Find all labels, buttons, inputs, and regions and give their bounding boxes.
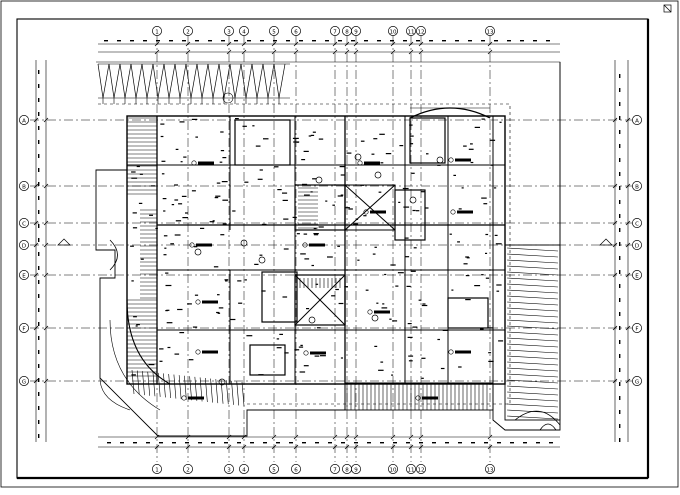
building-plan [95,61,561,437]
row-axis-bubble-left-C-label: C [22,221,26,227]
column-axis-bubble-top-8: 8 [342,26,352,36]
row-axis-bubble-left-B: B [19,181,29,191]
row-axis-bubble-right-B: B [632,181,642,191]
column-axis-bubble-top-5-label: 5 [272,29,276,35]
column-axis-bubble-bottom-2: 2 [183,464,193,474]
column-axis-bubble-top-13-label: 13 [487,29,494,35]
annotation-marks [57,118,613,401]
dimension-ticks [33,40,631,450]
row-axis-bubble-right-A: A [632,115,642,125]
column-axis-bubble-bottom-8-label: 8 [345,467,349,473]
column-axis-bubble-bottom-6-label: 6 [294,467,298,473]
row-axis-bubble-left-E: E [19,270,29,280]
row-axis-bubble-right-F: F [632,323,642,333]
row-axis-bubble-right-G-label: G [635,379,639,385]
row-axis-bubble-right-F-label: F [635,326,638,332]
row-axis-bubble-left-G: G [19,376,29,386]
column-axis-bubble-bottom-2-label: 2 [186,467,190,473]
column-axis-bubble-top-11: 11 [406,26,416,36]
column-axis-bubble-bottom-5-label: 5 [272,467,276,473]
stair-and-hatch-patterns [97,63,561,421]
column-axis-bubble-top-7: 7 [330,26,340,36]
row-axis-bubble-right-C-label: C [635,221,639,227]
column-axis-bubble-bottom-6: 6 [291,464,301,474]
column-axis-bubble-top-8-label: 8 [345,29,349,35]
row-axis-bubble-right-E-label: E [635,273,639,279]
row-axis-bubble-right-E: E [632,270,642,280]
column-axis-bubble-top-10-label: 10 [390,29,397,35]
column-axis-bubble-bottom-5: 5 [269,464,279,474]
column-axis-bubble-bottom-4-label: 4 [242,467,246,473]
column-axis-bubble-bottom-8: 8 [342,464,352,474]
column-axis-bubble-top-6: 6 [291,26,301,36]
column-axis-bubble-top-1: 1 [152,26,162,36]
column-axis-bubble-bottom-10: 10 [388,464,398,474]
row-axis-bubble-right-D-label: D [635,243,639,249]
axis-grid [30,36,636,462]
column-axis-bubble-bottom-9-label: 9 [354,467,358,473]
column-axis-bubble-top-1-label: 1 [155,29,159,35]
column-axis-bubble-bottom-3-label: 3 [227,467,231,473]
column-axis-bubble-top-12: 12 [416,26,426,36]
column-axis-bubble-bottom-11-label: 11 [408,467,415,473]
column-axis-bubble-bottom-13-label: 13 [487,467,494,473]
row-axis-bubble-left-B-label: B [22,184,26,190]
row-axis-bubble-left-D: D [19,240,29,250]
row-axis-bubble-left-D-label: D [22,243,26,249]
column-axis-bubble-bottom-13: 13 [485,464,495,474]
column-axis-bubble-top-4-label: 4 [242,29,246,35]
column-axis-bubble-top-4: 4 [239,26,249,36]
row-axis-bubble-right-D: D [632,240,642,250]
row-axis-bubble-left-A-label: A [22,118,26,124]
row-axis-bubble-left-F-label: F [22,326,25,332]
column-axis-bubble-top-12-label: 12 [418,29,425,35]
column-axis-bubble-top-9: 9 [351,26,361,36]
column-axis-bubble-top-2-label: 2 [186,29,190,35]
row-axis-bubble-right-G: G [632,376,642,386]
column-axis-bubble-bottom-3: 3 [224,464,234,474]
row-axis-bubble-left-A: A [19,115,29,125]
column-axis-bubble-top-3: 3 [224,26,234,36]
column-axis-bubble-top-6-label: 6 [294,29,298,35]
column-axis-bubble-bottom-1: 1 [152,464,162,474]
row-axis-bubble-left-C: C [19,218,29,228]
column-axis-bubble-bottom-7-label: 7 [333,467,337,473]
column-axis-bubble-bottom-11: 11 [406,464,416,474]
column-axis-bubble-top-11-label: 11 [408,29,415,35]
column-axis-bubble-bottom-4: 4 [239,464,249,474]
dimension-lines [35,43,629,448]
column-axis-bubble-top-13: 13 [485,26,495,36]
column-axis-bubble-top-2: 2 [183,26,193,36]
row-axis-bubble-right-A-label: A [635,118,639,124]
column-axis-bubble-bottom-1-label: 1 [155,467,159,473]
row-axis-bubble-right-B-label: B [635,184,639,190]
column-axis-bubble-top-7-label: 7 [333,29,337,35]
column-axis-bubble-top-5: 5 [269,26,279,36]
column-axis-bubble-top-3-label: 3 [227,29,231,35]
column-axis-bubble-top-10: 10 [388,26,398,36]
column-axis-bubble-bottom-10-label: 10 [390,467,397,473]
row-axis-bubble-left-F: F [19,323,29,333]
column-axis-bubble-top-9-label: 9 [354,29,358,35]
column-axis-bubble-bottom-12-label: 12 [418,467,425,473]
row-axis-bubble-left-G-label: G [22,379,26,385]
row-axis-bubble-right-C: C [632,218,642,228]
column-axis-bubble-bottom-9: 9 [351,464,361,474]
row-axis-bubble-left-E-label: E [22,273,26,279]
column-axis-bubble-bottom-7: 7 [330,464,340,474]
column-axis-bubble-bottom-12: 12 [416,464,426,474]
